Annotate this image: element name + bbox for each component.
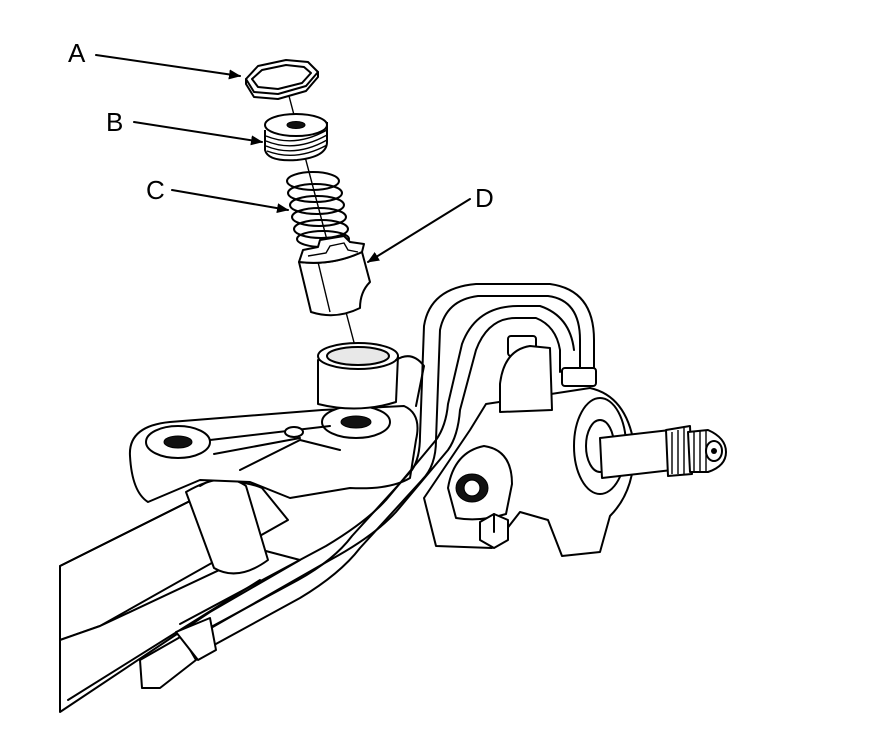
part-c-spring — [286, 171, 350, 248]
pinion-shaft — [599, 425, 727, 479]
leader-arrow-b — [133, 121, 263, 146]
leader-arrow-c — [171, 189, 289, 214]
rack-tube — [59, 475, 301, 713]
fluid-lines — [139, 283, 597, 689]
mounting-bracket — [128, 405, 419, 503]
part-a-locknut — [245, 59, 319, 100]
part-d-rack-guide — [298, 235, 371, 317]
label-a: A — [68, 38, 86, 68]
leader-arrow-a — [95, 54, 241, 80]
leader-arrow-d — [367, 198, 471, 263]
label-c: C — [146, 175, 165, 205]
label-b: B — [106, 107, 123, 137]
rack-guide-bore — [317, 342, 425, 410]
label-d: D — [475, 183, 494, 213]
valve-housing — [423, 345, 636, 557]
part-b-guide-screw — [264, 113, 328, 162]
